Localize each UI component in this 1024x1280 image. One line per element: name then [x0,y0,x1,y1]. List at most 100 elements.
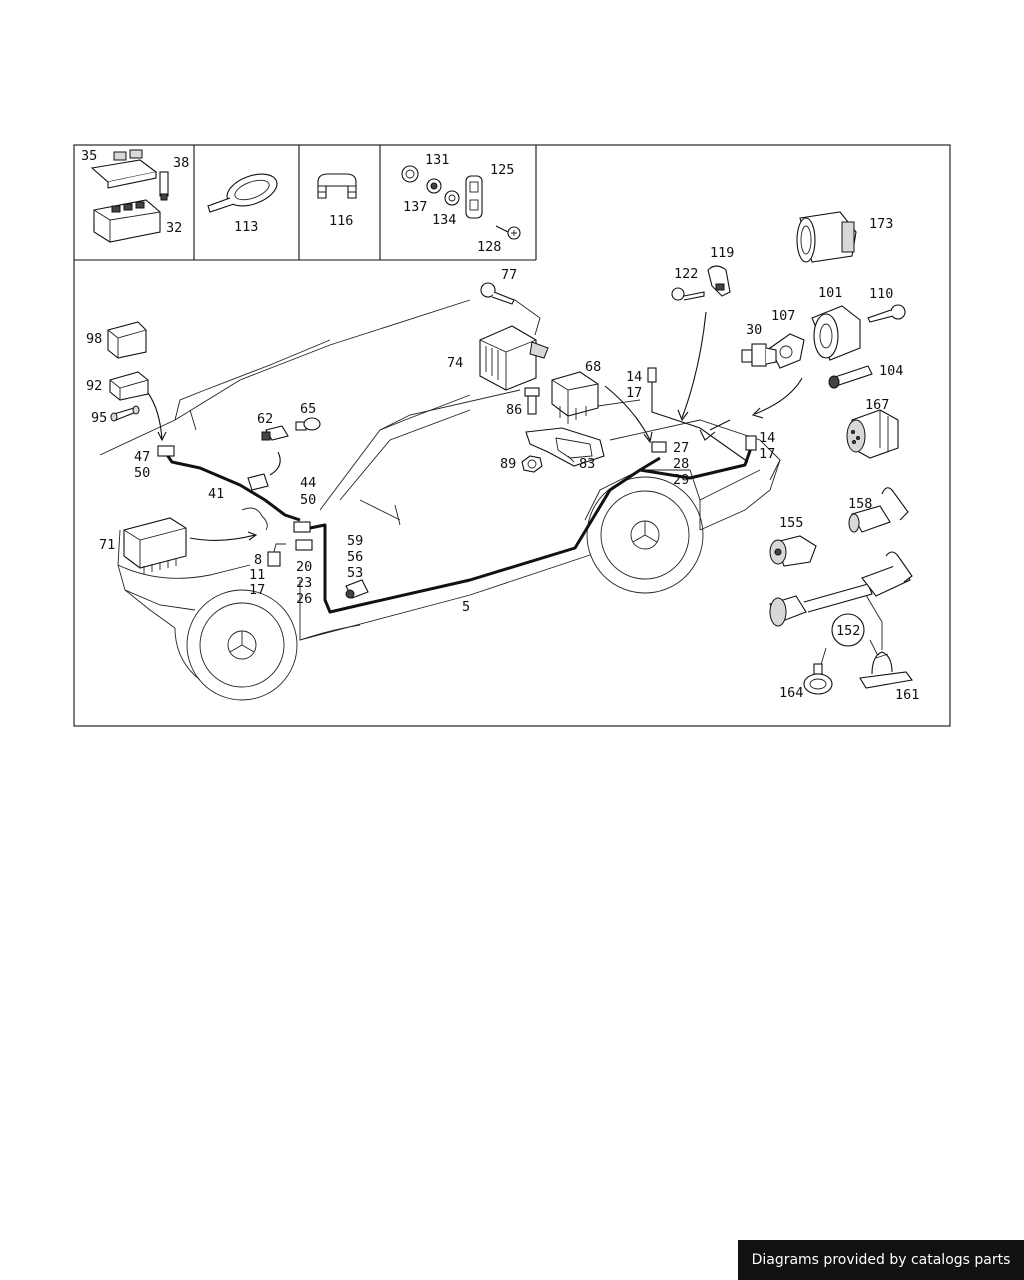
part-167 [846,409,899,459]
callout-74: 74 [447,355,463,371]
connector-14-17-upper [647,367,657,383]
part-74 [479,325,549,391]
part-68 [551,371,599,424]
part-62 [261,425,289,441]
callout-71: 71 [99,537,115,553]
connector-14-17-lower [745,435,757,451]
callout-125: 125 [490,162,514,178]
callout-50a: 50 [134,465,150,481]
part-98 [107,321,147,359]
callout-83: 83 [579,456,595,472]
callout-119: 119 [710,245,734,261]
part-77 [480,282,515,305]
callout-35: 35 [81,148,97,164]
connector-44-50 [293,521,311,533]
part-83 [525,427,605,467]
callout-32: 32 [166,220,182,236]
part-155 [769,535,817,567]
part-101 [811,305,861,361]
callout-89: 89 [500,456,516,472]
callout-161: 161 [895,687,919,703]
callout-68: 68 [585,359,601,375]
part-122 [671,287,705,301]
callout-30: 30 [746,322,762,338]
callout-101: 101 [818,285,842,301]
callout-173: 173 [869,216,893,232]
callout-labels: 35 38 32 113 116 131 125 137 134 128 173… [81,148,919,703]
callout-50b: 50 [300,492,316,508]
callout-167: 167 [865,397,889,413]
part-95 [110,405,140,422]
callout-134: 134 [432,212,456,228]
callout-29: 29 [673,472,689,488]
part-30 [741,343,777,367]
part-107 [769,333,805,369]
part-158 [848,487,909,533]
callout-20: 20 [296,559,312,575]
part-92 [109,371,149,401]
part-59-56-53 [345,579,369,599]
callout-131: 131 [425,152,449,168]
diagram-frame [73,144,951,727]
wiring-harness [163,382,754,614]
callout-14a: 14 [626,369,642,385]
connector-47-50 [157,445,175,457]
car-body [99,299,781,701]
callout-53: 53 [347,565,363,581]
part-104 [828,365,873,389]
callout-128: 128 [477,239,501,255]
callout-17c: 17 [249,582,265,598]
callout-28: 28 [673,456,689,472]
callout-86: 86 [506,402,522,418]
callout-26: 26 [296,591,312,607]
callout-158: 158 [848,496,872,512]
part-161 [859,651,913,689]
clip-part [317,173,357,199]
callout-113: 113 [234,219,258,235]
callout-47: 47 [134,449,150,465]
footer-banner: Diagrams provided by catalogs parts [738,1240,1024,1280]
part-8 [267,543,286,567]
callout-38: 38 [173,155,189,171]
part-119 [707,265,731,297]
connector-20-23-26 [295,539,313,551]
callout-110: 110 [869,286,893,302]
callout-44: 44 [300,475,316,491]
callout-17b: 17 [759,446,775,462]
callout-5: 5 [462,599,470,615]
part-41 [241,473,269,531]
callout-14b: 14 [759,430,775,446]
callout-23: 23 [296,575,312,591]
callout-152: 152 [836,623,860,639]
footer-text: Diagrams provided by catalogs parts [751,1252,1011,1268]
part-173 [796,211,857,263]
callout-95: 95 [91,410,107,426]
grommet-parts [401,165,521,240]
callout-164: 164 [779,685,803,701]
fuse-box-part [90,149,169,243]
callout-8: 8 [254,552,262,568]
part-110 [867,304,906,323]
callout-107: 107 [771,308,795,324]
part-152 [769,551,913,647]
callout-56: 56 [347,549,363,565]
callout-11: 11 [249,567,265,583]
callout-77: 77 [501,267,517,283]
callout-92: 92 [86,378,102,394]
callout-104: 104 [879,363,903,379]
part-65 [295,417,321,431]
callout-98: 98 [86,331,102,347]
callout-116: 116 [329,213,353,229]
callout-122: 122 [674,266,698,282]
part-89 [521,455,543,473]
callout-59: 59 [347,533,363,549]
callout-62: 62 [257,411,273,427]
connector-27-28-29 [651,441,667,453]
callout-65: 65 [300,401,316,417]
callout-17a: 17 [626,385,642,401]
callout-155: 155 [779,515,803,531]
callout-41: 41 [208,486,224,502]
callout-27: 27 [673,440,689,456]
part-71 [123,517,187,574]
